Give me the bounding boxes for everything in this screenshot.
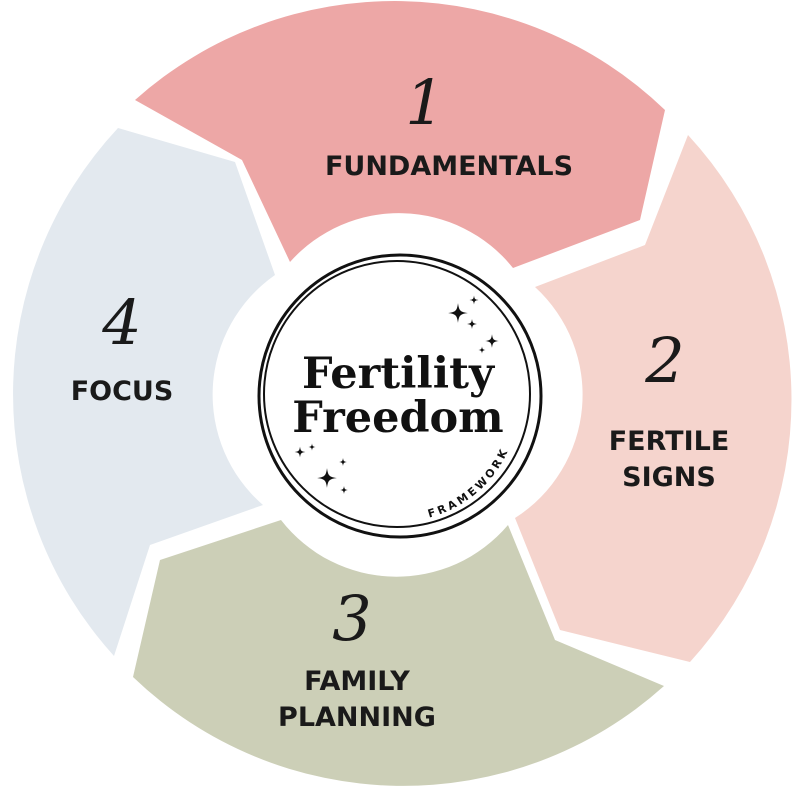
- center-subtitle: FRAMEWORK: [426, 445, 508, 521]
- segment-2-fertile-signs: [515, 135, 792, 662]
- segment-4-focus: [13, 128, 276, 656]
- segment-2-number: 2: [644, 324, 684, 397]
- segment-3-label-line1: FAMILY: [304, 666, 410, 697]
- segment-4-number: 4: [101, 286, 141, 359]
- segment-1-label: FUNDAMENTALS: [325, 151, 573, 182]
- center-inner-ring: [263, 260, 531, 528]
- segment-3-number: 3: [332, 582, 371, 655]
- segment-3-family-planning: [133, 520, 664, 786]
- segment-3-label-line2: PLANNING: [278, 702, 436, 733]
- segment-2-label-line2: SIGNS: [622, 462, 716, 493]
- center-title-line1: Fertility: [302, 349, 496, 399]
- svg-text:FRAMEWORK: FRAMEWORK: [426, 445, 511, 521]
- segment-2-label-line1: FERTILE: [609, 426, 730, 457]
- segment-4-label: FOCUS: [71, 376, 174, 407]
- sparkle-icon: [448, 295, 499, 354]
- center-emblem: Fertility Freedom FRAMEWORK: [257, 253, 543, 539]
- center-outer-ring: [257, 253, 543, 539]
- segment-1-fundamentals: [135, 1, 665, 269]
- segment-1-number: 1: [405, 66, 444, 139]
- center-title-line2: Freedom: [292, 393, 503, 443]
